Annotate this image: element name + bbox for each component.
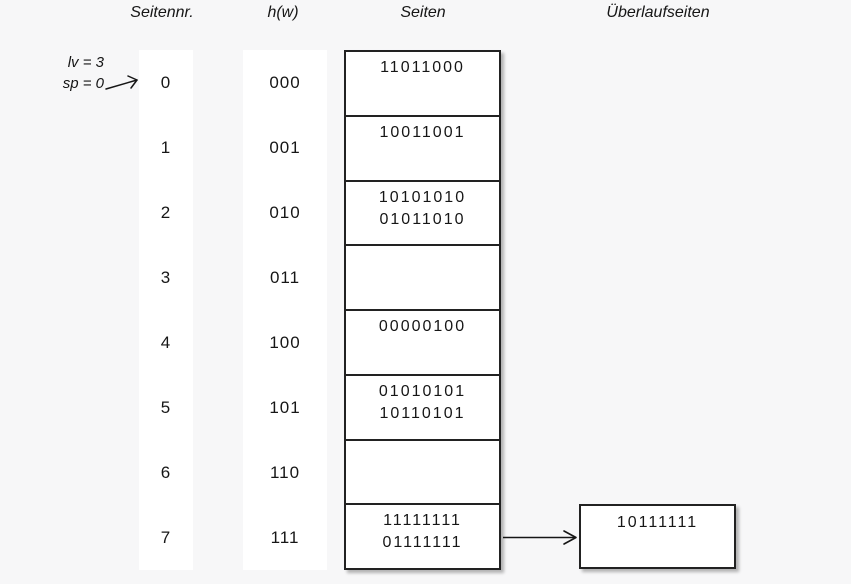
- bucket-cell-7: 11111111 01111111: [346, 503, 499, 568]
- record-value: 01010101: [378, 382, 467, 400]
- header-page-number: Seitennr.: [130, 4, 194, 21]
- record-value: 10111111: [616, 514, 699, 531]
- bucket-box: 11011000 10011001 10101010 01011010 0000…: [344, 50, 501, 570]
- state-label: lv = 3 sp = 0: [16, 52, 104, 94]
- bucket-cell-5: 01010101 10110101: [346, 373, 499, 439]
- record-value: 10110101: [379, 404, 466, 422]
- page-number: 2: [160, 202, 172, 222]
- hash-value: 000: [269, 72, 301, 92]
- record-value: 10101010: [378, 188, 467, 206]
- page-number-column: 0 1 2 3 4 5 6 7: [139, 50, 193, 570]
- hash-value: 100: [269, 332, 301, 352]
- hash-value-column: 000 001 010 011 100 101 110 111: [243, 50, 327, 570]
- overflow-page-box: 10111111: [579, 504, 736, 569]
- record-value: 11011000: [380, 59, 465, 76]
- hash-value: 110: [269, 462, 301, 482]
- level-value: lv = 3: [67, 54, 104, 71]
- page-number: 0: [160, 72, 172, 92]
- header-hash-function: h(w): [267, 4, 299, 21]
- record-value: 01111111: [382, 534, 463, 552]
- hash-value: 011: [269, 267, 301, 287]
- bucket-cell-2: 10101010 01011010: [346, 179, 499, 245]
- page-number: 7: [160, 527, 172, 547]
- record-value: 10011001: [379, 123, 466, 141]
- page-number: 4: [160, 332, 172, 352]
- hash-value: 001: [269, 137, 301, 157]
- bucket-cell-6: [346, 438, 499, 504]
- page-number: 6: [160, 462, 172, 482]
- record-value: 01011010: [379, 210, 466, 228]
- bucket-cell-4: 00000100: [346, 309, 499, 374]
- bucket-cell-1: 10011001: [346, 114, 499, 180]
- page-number: 3: [160, 267, 172, 287]
- split-pointer-value: sp = 0: [62, 75, 104, 92]
- hash-value: 101: [269, 397, 301, 417]
- bucket-cell-0: 11011000: [346, 52, 499, 115]
- bucket-cell-3: [346, 244, 499, 309]
- hash-value: 111: [270, 527, 300, 547]
- overflow-arrow-icon: [503, 530, 577, 545]
- record-value: 11111111: [383, 512, 462, 530]
- sp-pointer-arrow-icon: [105, 75, 138, 90]
- header-overflow-pages: Überlaufseiten: [606, 4, 710, 21]
- record-value: 00000100: [378, 318, 467, 335]
- hash-value: 010: [269, 202, 301, 222]
- header-pages: Seiten: [400, 4, 446, 21]
- page-number: 1: [160, 137, 172, 157]
- page-number: 5: [160, 397, 172, 417]
